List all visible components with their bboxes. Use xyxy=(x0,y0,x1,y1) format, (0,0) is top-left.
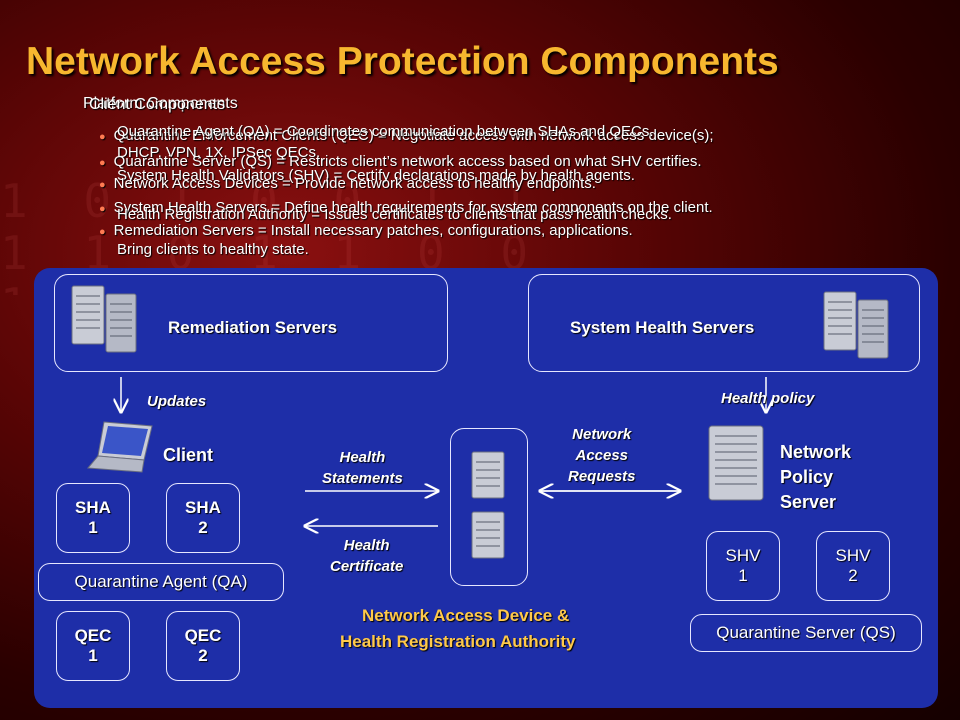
nad-label-line1: Network Access Device & xyxy=(362,606,570,625)
bullet-line: ●Quarantine Server (QS) = Restricts clie… xyxy=(99,153,702,170)
laptop-icon xyxy=(86,421,153,473)
quarantine-server-box: Quarantine Server (QS) xyxy=(690,614,922,652)
bullet-heading-client: Client Components xyxy=(89,96,226,113)
bullet-line: ●System Health Servers = Define health r… xyxy=(99,199,713,216)
quarantine-agent-box: Quarantine Agent (QA) xyxy=(38,563,284,601)
bullet-line: Health Registration Authority = Issues c… xyxy=(117,206,672,223)
bullet-line: ●Remediation Servers = Install necessary… xyxy=(99,222,633,239)
bullet-line: ●Network Access Devices = Provide networ… xyxy=(99,175,596,192)
health-certificate-label: Health Certificate xyxy=(330,537,404,575)
bullet-line: Quarantine Agent (QA) = Coordinates comm… xyxy=(117,123,654,140)
updates-label: Updates xyxy=(147,393,207,410)
overlapping-bullet-text: Platform Components Client Components ●Q… xyxy=(83,95,943,265)
bullet-heading-platform: Platform Components xyxy=(83,95,238,112)
nad-label-line2: Health Registration Authority xyxy=(340,632,576,651)
server-rack-icon xyxy=(708,425,764,501)
qec-2-box: QEC 2 xyxy=(166,611,240,681)
network-access-device-box xyxy=(450,428,528,586)
network-access-requests-label: Network Access Requests xyxy=(568,426,636,485)
shv-2-box: SHV 2 xyxy=(816,531,890,601)
health-statements-label: Health Statements xyxy=(322,449,403,487)
server-rack-icon xyxy=(471,451,505,559)
health-policy-label: Health policy xyxy=(721,390,815,407)
page-title: Network Access Protection Components xyxy=(26,40,779,83)
system-health-servers-label: System Health Servers xyxy=(570,318,755,337)
bullet-line: DHCP, VPN, 1X, IPSec QECs. xyxy=(117,144,321,161)
network-policy-server-label: Network Policy Server xyxy=(780,442,852,512)
shv-1-box: SHV 1 xyxy=(706,531,780,601)
server-rack-icon xyxy=(823,291,889,359)
remediation-servers-label: Remediation Servers xyxy=(168,318,338,337)
sha-1-box: SHA 1 xyxy=(56,483,130,553)
sha-2-box: SHA 2 xyxy=(166,483,240,553)
remediation-servers-box xyxy=(54,274,448,372)
system-health-servers-box xyxy=(528,274,920,372)
qec-1-box: QEC 1 xyxy=(56,611,130,681)
client-label: Client xyxy=(163,445,214,465)
background-binary-pattern: 1 0 1 0 0 1 11 1 0 1 1 0 0 1 xyxy=(0,175,543,295)
bullet-line: Bring clients to healthy state. xyxy=(117,241,309,258)
bullet-line: System Health Validators (SHV) = Certify… xyxy=(117,167,635,184)
bullet-line: ●Quarantine Enforcement Clients (QEC) = … xyxy=(99,127,714,144)
server-rack-icon xyxy=(71,285,137,353)
